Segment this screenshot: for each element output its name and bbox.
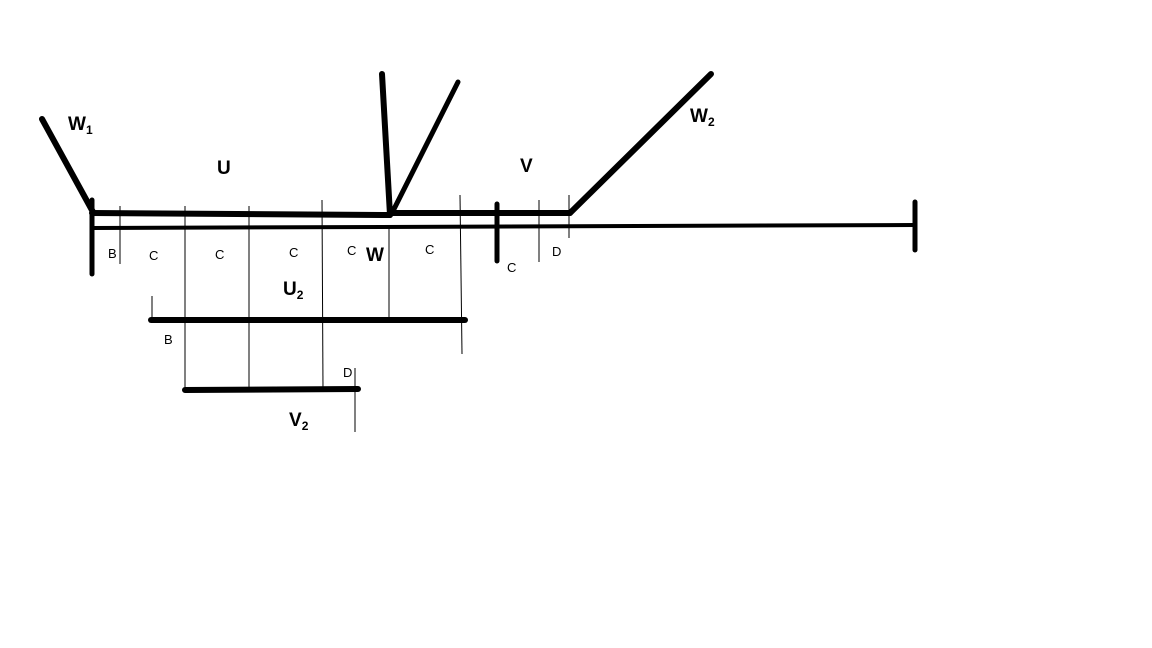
v2-line [182, 386, 361, 393]
mark-top-c3: C [289, 245, 298, 260]
label-v2: V2 [289, 410, 309, 433]
w2-line [567, 71, 714, 216]
thick-lines [39, 71, 714, 277]
mark-u2-b: B [164, 332, 173, 347]
label-u: U [217, 158, 231, 179]
w-vertical-line [379, 71, 393, 218]
u-line [89, 210, 393, 218]
segment-dividers [119, 194, 570, 432]
label-w1: W1 [68, 114, 93, 137]
w1-line [39, 116, 96, 215]
mark-top-c1: C [149, 248, 158, 263]
divider-6 [459, 194, 463, 355]
mark-top-c4: C [347, 243, 356, 258]
mark-top-c2: C [215, 247, 224, 262]
w-diagonal-line [389, 79, 461, 216]
label-w2: W2 [690, 106, 715, 129]
divider-4 [321, 199, 324, 391]
mark-top-d: D [552, 244, 561, 259]
label-w: W [366, 245, 384, 266]
mark-v2-d: D [343, 365, 352, 380]
label-v: V [520, 156, 533, 177]
mark-top-c5: C [425, 242, 434, 257]
lower-bars [148, 317, 468, 393]
baseline-line [90, 223, 917, 230]
baseline [90, 199, 918, 253]
mark-top-b: B [108, 246, 117, 261]
mark-top-c6: C [507, 260, 516, 275]
label-u2: U2 [283, 279, 304, 302]
